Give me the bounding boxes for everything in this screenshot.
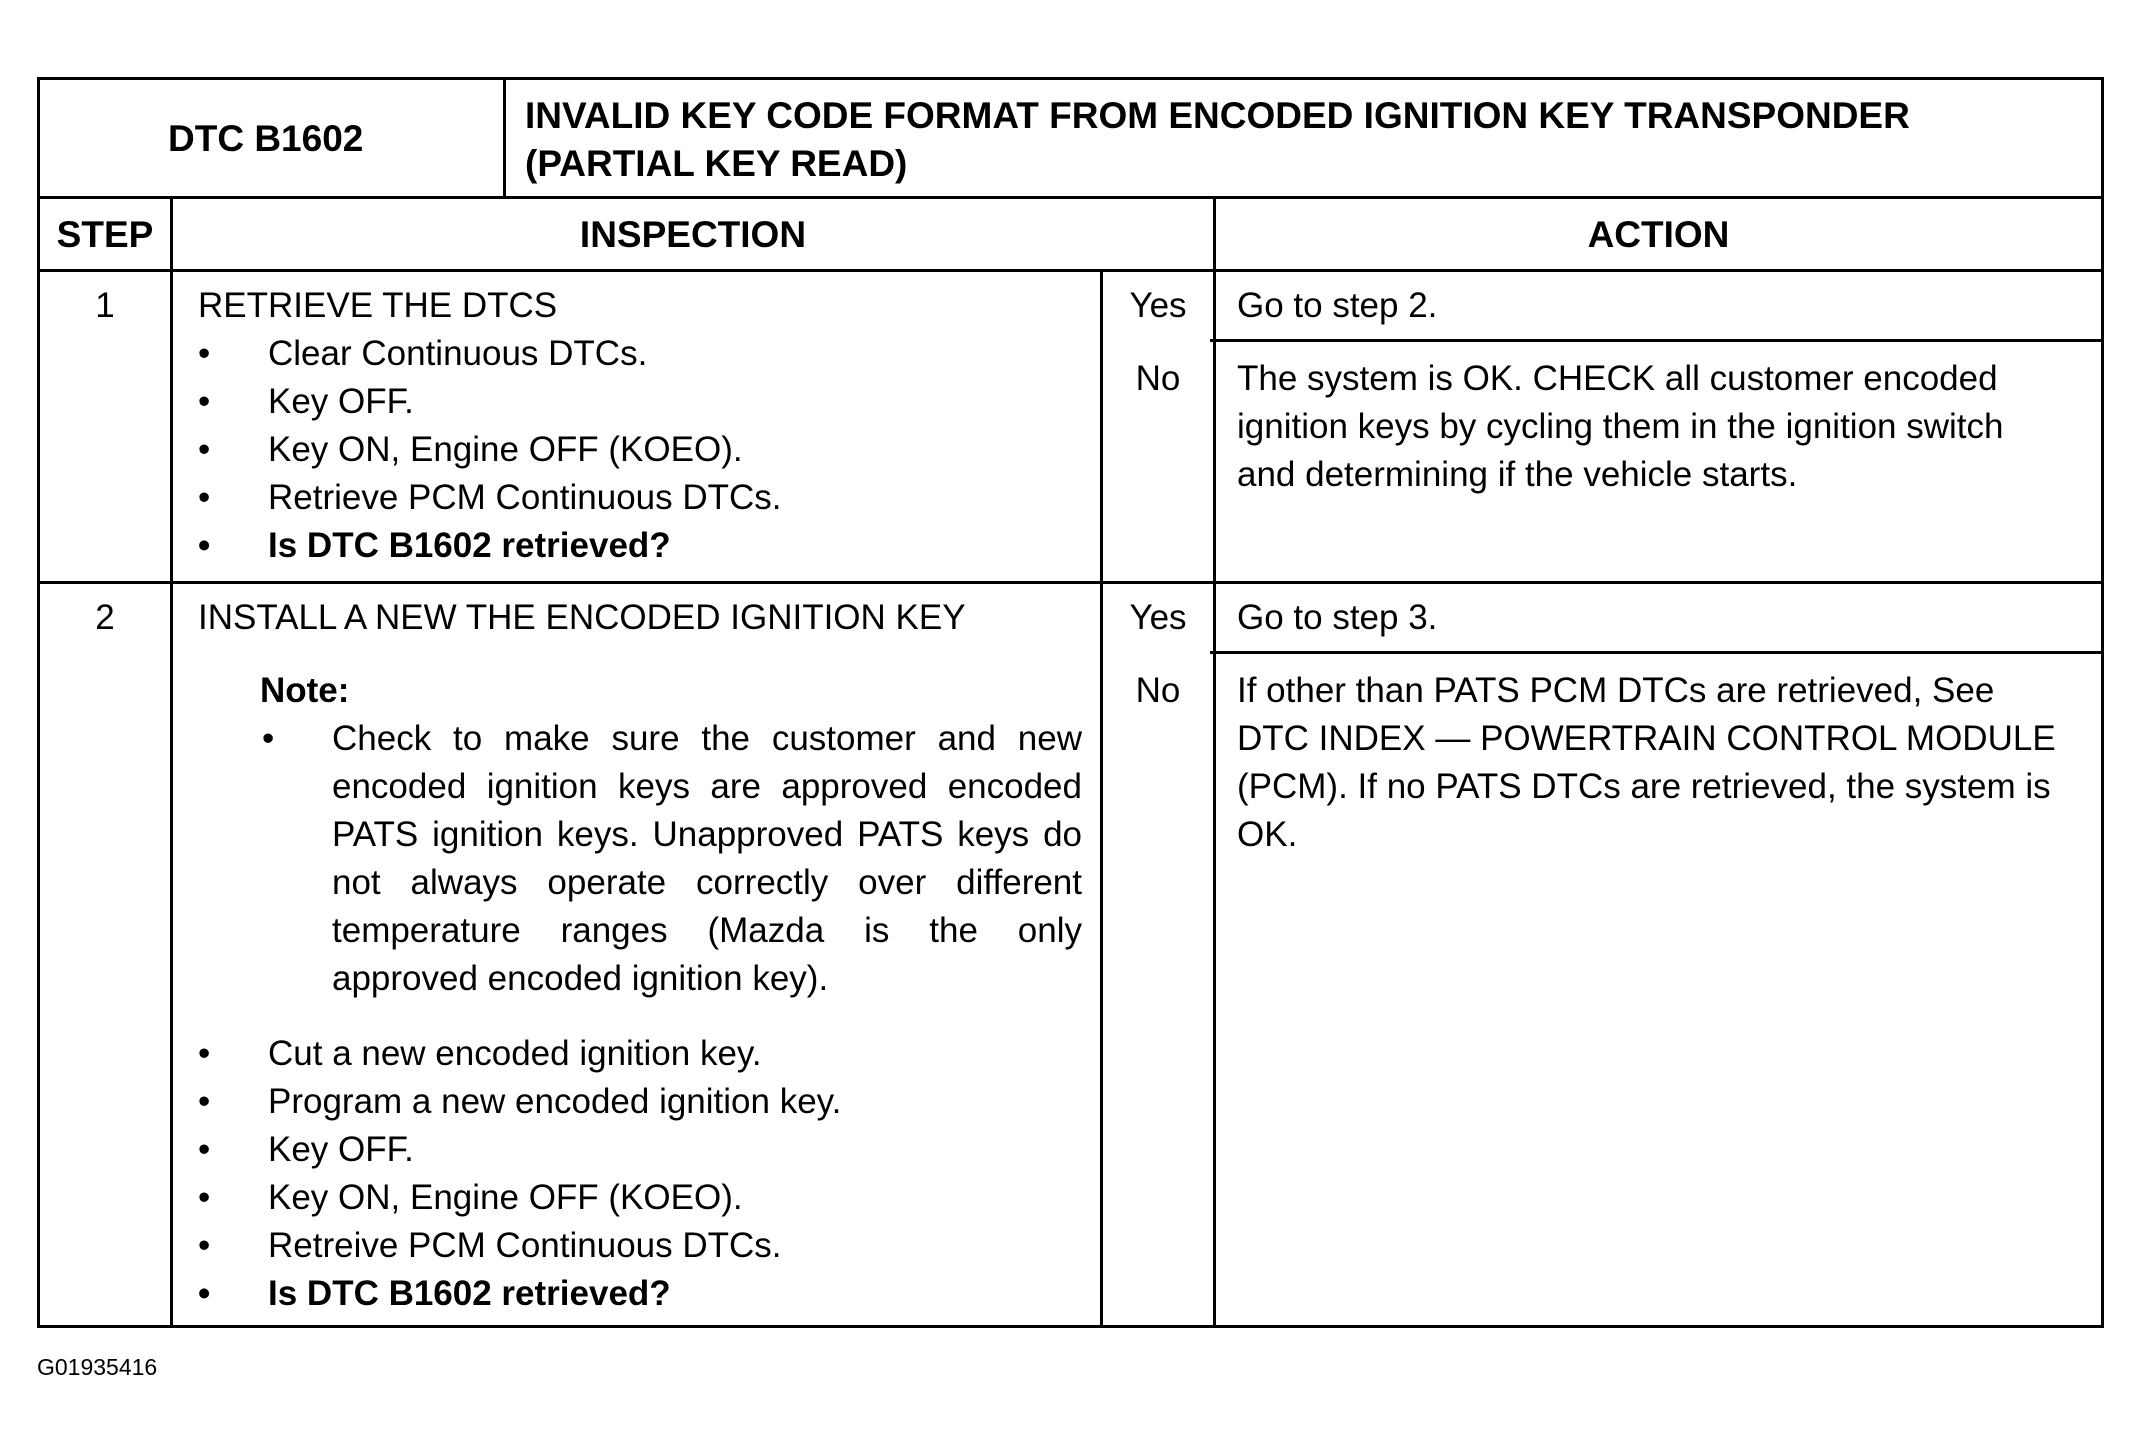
column-header-step: STEP — [56, 214, 154, 255]
step-1-title: RETRIEVE THE DTCS — [198, 286, 558, 325]
step-1-yes-action: Go to step 2. — [1237, 286, 1438, 325]
dtc-table — [37, 77, 2104, 1328]
dtc-title-line2: (PARTIAL KEY READ) — [525, 143, 908, 184]
step-2-yes-label: Yes — [1129, 598, 1187, 637]
list-item: Clear Continuous DTCs. — [198, 330, 782, 378]
step-1-question: Is DTC B1602 retrieved? — [198, 522, 782, 570]
dtc-title-line1: INVALID KEY CODE FORMAT FROM ENCODED IGN… — [525, 95, 1910, 136]
step-2-note-text: Check to make sure the customer and new … — [262, 715, 1082, 1003]
dtc-code: DTC B1602 — [168, 118, 364, 159]
step-2-title: INSTALL A NEW THE ENCODED IGNITION KEY — [198, 598, 966, 637]
step-2-checklist: Cut a new encoded ignition key. Program … — [198, 1030, 841, 1318]
step-1-number: 1 — [95, 286, 115, 325]
list-item: Retreive PCM Continuous DTCs. — [198, 1222, 841, 1270]
rule-step-col — [170, 196, 173, 1328]
step-1-yes-label: Yes — [1129, 286, 1187, 325]
step-2-yes-action: Go to step 3. — [1237, 598, 1438, 637]
rule-yesno-col — [1100, 269, 1103, 1328]
rule-header-bottom — [37, 196, 2104, 199]
list-item: Cut a new encoded ignition key. — [198, 1030, 841, 1078]
step-2-no-action: If other than PATS PCM DTCs are retrieve… — [1237, 671, 2056, 854]
list-item: Key OFF. — [198, 378, 782, 426]
list-item: Key OFF. — [198, 1126, 841, 1174]
step-1-no-action: The system is OK. CHECK all customer enc… — [1237, 359, 2004, 494]
step-2-no-label: No — [1135, 671, 1181, 710]
rule-step2-yes-bottom — [1210, 651, 2104, 654]
column-header-action: ACTION — [1587, 214, 1730, 255]
step-2-number: 2 — [95, 598, 115, 637]
rule-columns-bottom — [37, 269, 2104, 272]
figure-id: G01935416 — [37, 1354, 158, 1380]
list-item: Key ON, Engine OFF (KOEO). — [198, 1174, 841, 1222]
rule-action-col — [1213, 196, 1216, 1328]
list-item: Retrieve PCM Continuous DTCs. — [198, 474, 782, 522]
step-2-note-label: Note: — [260, 671, 350, 710]
step-1-checklist: Clear Continuous DTCs. Key OFF. Key ON, … — [198, 330, 782, 570]
list-item: Key ON, Engine OFF (KOEO). — [198, 426, 782, 474]
step-1-no-label: No — [1135, 359, 1181, 398]
rule-step1-bottom — [37, 581, 2104, 584]
column-header-inspection: INSPECTION — [579, 214, 807, 255]
list-item: Program a new encoded ignition key. — [198, 1078, 841, 1126]
rule-header-divider — [503, 77, 506, 198]
rule-step1-yes-bottom — [1210, 339, 2104, 342]
step-2-question: Is DTC B1602 retrieved? — [198, 1270, 841, 1318]
